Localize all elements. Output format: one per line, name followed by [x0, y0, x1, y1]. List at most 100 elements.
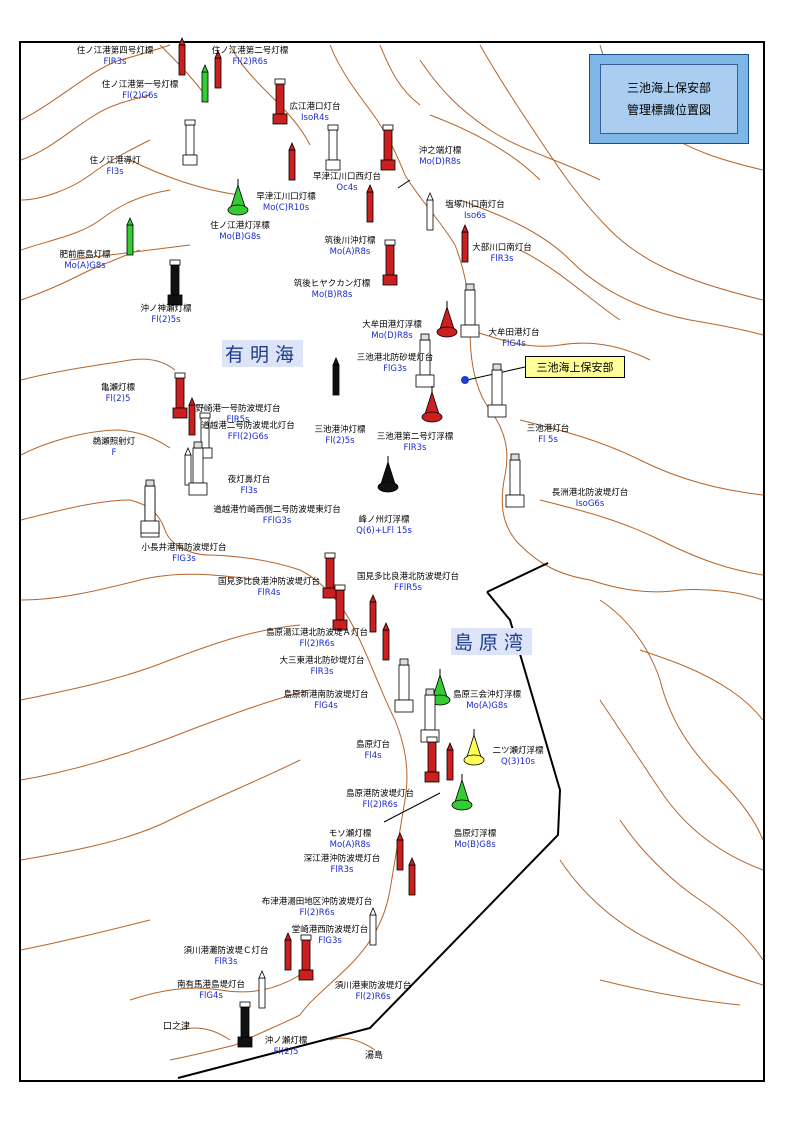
marker-symbol-5 [325, 124, 341, 171]
marker-name: 筑後川沖灯標 [324, 236, 376, 246]
marker-symbol-22 [487, 363, 507, 418]
sea-label-ariake: 有明海 [222, 340, 304, 367]
marker-name: 須川港東防波堤灯台 [334, 981, 412, 991]
sea-label-shimabara: 島原湾 [451, 628, 533, 655]
marker-symbol-31 [332, 584, 348, 631]
marker-name: モソ瀬灯標 [328, 829, 372, 839]
marker-symbol-21 [421, 386, 443, 423]
marker-characteristic: Mo(D)R8s [371, 331, 413, 341]
marker-symbol-42 [408, 856, 416, 896]
marker-characteristic: FlG3s [383, 364, 407, 374]
marker-name: 島原新港南防波堤灯台 [283, 690, 369, 700]
marker-characteristic: Mo(B)R8s [311, 290, 353, 300]
marker-characteristic: Mo(A)G8s [466, 701, 508, 711]
marker-symbol-11 [366, 183, 374, 223]
marker-characteristic: FlR3s [330, 865, 354, 875]
marker-symbol-46 [258, 969, 266, 1009]
marker-name: 筑後ヒヤクカン灯標 [293, 279, 371, 289]
marker-name: 三池港沖灯標 [314, 425, 366, 435]
marker-characteristic: Fl(2)5s [151, 315, 181, 325]
marker-characteristic: Fl(2)G6s [122, 91, 158, 101]
marker-name: 三池港灯台 [526, 424, 570, 434]
marker-symbol-28 [377, 456, 399, 493]
marker-name: 鵜瀬照射灯 [92, 437, 136, 447]
marker-name: 住ノ江港灯浮標 [210, 221, 270, 231]
marker-symbol-15 [436, 301, 458, 338]
marker-characteristic: FFlR5s [394, 583, 422, 593]
marker-name: 道越港竹崎西側二号防波堤東灯台 [213, 505, 341, 515]
marker-name: 道越港二号防波堤北灯台 [201, 421, 295, 431]
marker-symbol-6 [380, 124, 396, 171]
marker-name: 夜灯鼻灯台 [227, 475, 271, 485]
marker-characteristic: FlG4s [199, 991, 223, 1001]
marker-name: 早津江川口灯標 [256, 192, 316, 202]
marker-name: 住ノ江港第二号灯標 [211, 46, 289, 56]
marker-symbol-4 [182, 119, 198, 166]
marker-name: 布津港湯田地区沖防波堤灯台 [261, 897, 373, 907]
marker-characteristic: Oc4s [336, 183, 358, 193]
marker-name: 深江港沖防波堤灯台 [303, 854, 381, 864]
marker-symbol-19 [188, 396, 196, 436]
marker-characteristic: Q(3)10s [501, 757, 535, 767]
marker-characteristic: FlR4s [257, 588, 281, 598]
marker-symbol-45 [298, 934, 314, 981]
marker-name: 島原灯浮標 [453, 829, 497, 839]
marker-name: 国見多比良港沖防波堤灯台 [217, 577, 321, 587]
marker-symbol-27 [505, 453, 525, 508]
marker-name: 国見多比良港北防波堤灯台 [356, 572, 460, 582]
marker-characteristic: FlR5s [226, 415, 250, 425]
marker-symbol-7 [288, 141, 296, 181]
jurisdiction-boundary [177, 562, 562, 1079]
marker-characteristic: Mo(D)R8s [419, 157, 461, 167]
marker-symbol-20 [332, 356, 340, 396]
marker-name: 沖ノ神瀬灯標 [140, 304, 192, 314]
marker-name: 島原港防波堤灯台 [345, 789, 415, 799]
marker-symbol-8 [227, 179, 249, 216]
marker-symbol-14 [167, 259, 183, 306]
marker-characteristic: Mo(A)R8s [329, 247, 371, 257]
marker-name: 須川港灘防波堤Ｃ灯台 [183, 946, 269, 956]
marker-symbol-43 [369, 906, 377, 946]
title-line-1: 三池海上保安部 [626, 81, 711, 95]
marker-symbol-37 [463, 729, 485, 766]
marker-characteristic: Fl3s [106, 167, 124, 177]
title-line-2: 管理標識位置図 [626, 103, 711, 117]
marker-symbol-29 [140, 479, 160, 534]
marker-symbol-33 [382, 621, 390, 661]
marker-symbol-3 [272, 78, 288, 125]
marker-symbol-34 [394, 658, 414, 713]
marker-symbol-17 [415, 333, 435, 388]
marker-symbol-23 [197, 412, 213, 459]
marker-name: 堂崎港西防波堤灯台 [291, 925, 369, 935]
marker-symbol-13 [382, 239, 398, 286]
marker-characteristic: FFlG3s [262, 516, 292, 526]
marker-characteristic: Fl(2)5s [325, 436, 355, 446]
marker-name: 島原湯江港北防波堤Ａ灯台 [265, 628, 369, 638]
marker-name: 島原三会沖灯浮標 [452, 690, 522, 700]
marker-name: 野崎港一号防波堤灯台 [195, 404, 281, 414]
leader-lines [383, 179, 526, 823]
marker-characteristic: Fl(2)5 [105, 394, 131, 404]
marker-symbol-0 [178, 36, 186, 76]
